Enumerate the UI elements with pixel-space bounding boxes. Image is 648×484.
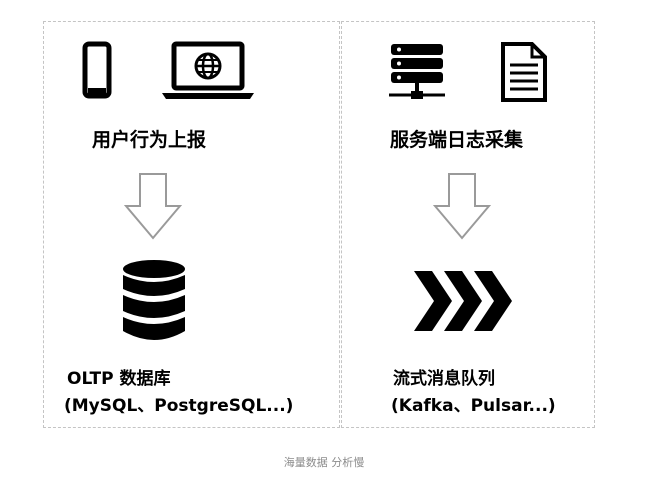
source-title-left: 用户行为上报 [92,129,207,151]
target-label-right-line2: (Kafka、Pulsar...) [391,396,556,416]
down-arrow-icon [124,173,182,240]
document-icon [501,42,547,102]
target-label-left-line2: (MySQL、PostgreSQL...) [64,396,294,416]
target-label-left-line1: OLTP 数据库 [67,369,171,389]
laptop-globe-icon [162,41,254,99]
chevrons-right-icon [414,271,512,331]
source-title-right: 服务端日志采集 [390,129,524,151]
down-arrow-icon [433,173,491,240]
target-label-right-line1: 流式消息队列 [393,369,495,389]
right-panel [341,21,595,428]
database-icon [123,260,185,340]
mobile-phone-icon [82,41,112,99]
caption: 海量数据 分析慢 [283,456,365,469]
server-rack-icon [389,44,445,99]
left-panel [43,21,340,428]
